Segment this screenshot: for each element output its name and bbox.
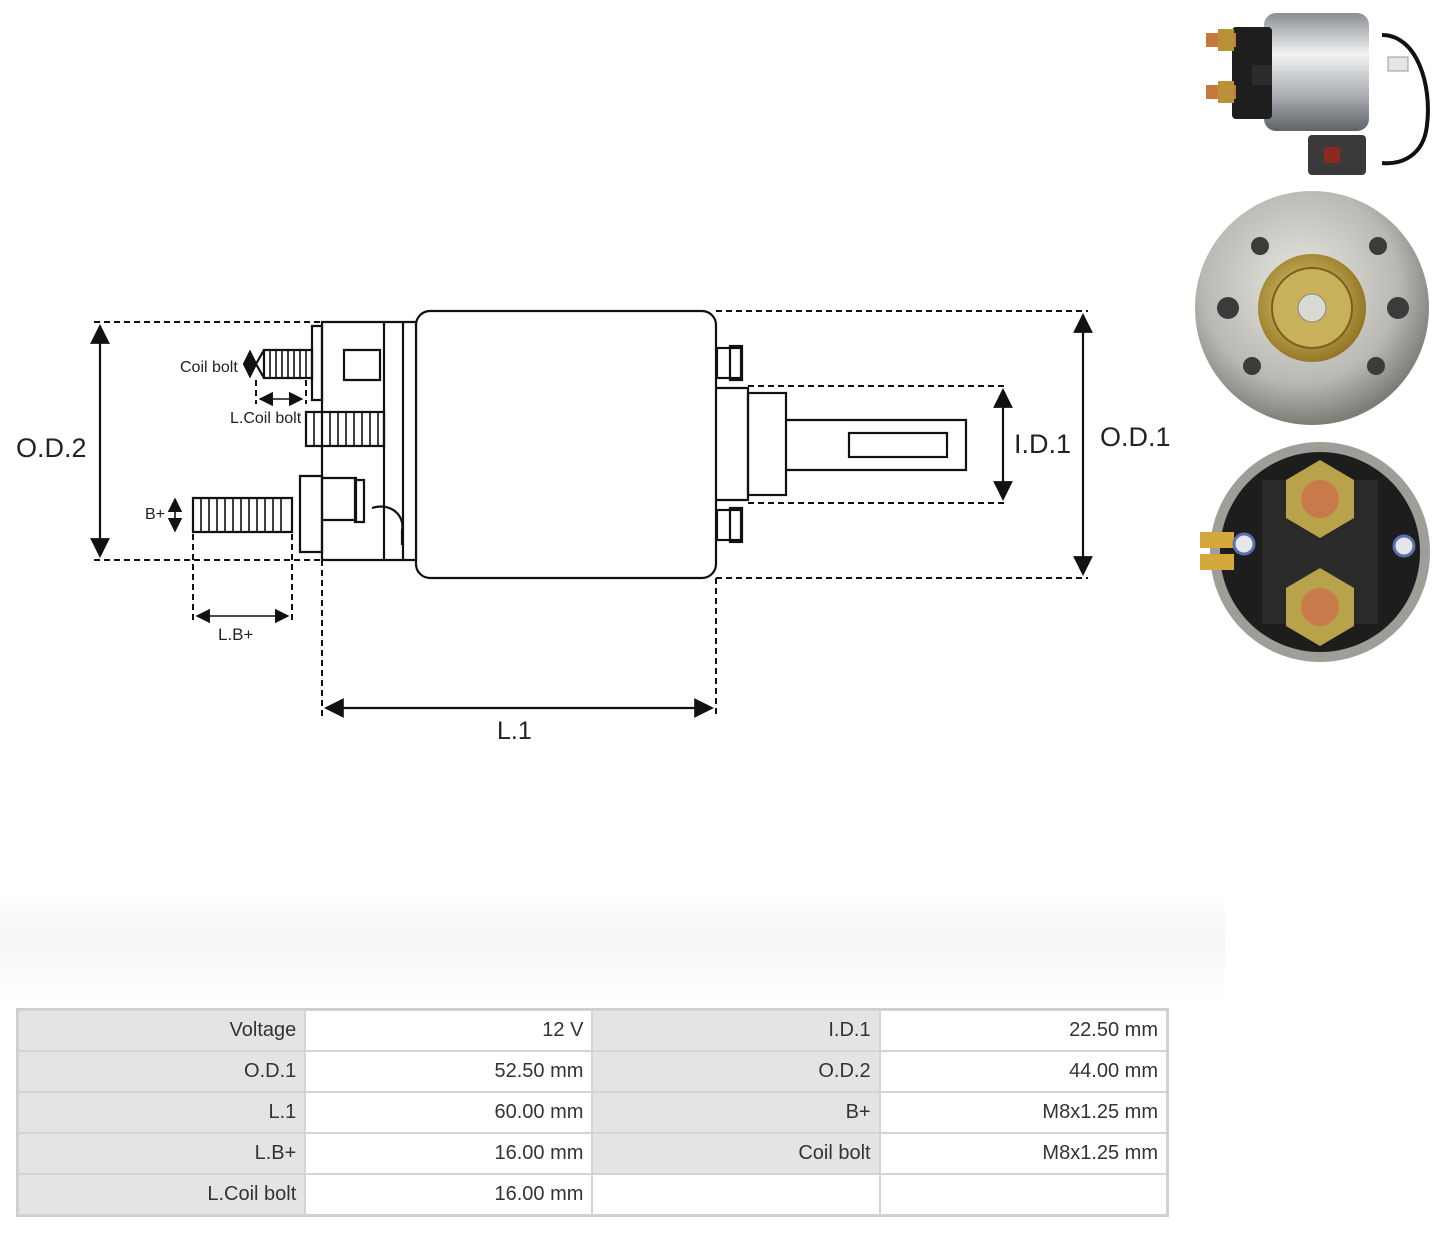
- spec-value: 16.00 mm: [305, 1174, 593, 1215]
- od1-label: O.D.1: [1100, 422, 1171, 452]
- coil-bolt-label: Coil bolt: [180, 359, 238, 376]
- spec-label: B+: [592, 1092, 880, 1133]
- table-row: L.Coil bolt 16.00 mm: [18, 1174, 1167, 1215]
- spec-value: 44.00 mm: [879, 1051, 1167, 1092]
- table-row: O.D.1 52.50 mm O.D.2 44.00 mm: [18, 1051, 1167, 1092]
- spec-label: O.D.1: [18, 1051, 306, 1092]
- spec-label: L.Coil bolt: [18, 1174, 306, 1215]
- solenoid-front-photo: [1195, 191, 1429, 425]
- spec-value-empty: [879, 1174, 1167, 1215]
- table-row: L.B+ 16.00 mm Coil bolt M8x1.25 mm: [18, 1133, 1167, 1174]
- plunger-collar: [716, 386, 750, 502]
- id1-label: I.D.1: [1014, 429, 1071, 459]
- spec-table: Voltage 12 V I.D.1 22.50 mm O.D.1 52.50 …: [16, 1008, 1169, 1217]
- coil-bolt-shape: [262, 348, 314, 380]
- table-row: L.1 60.00 mm B+ M8x1.25 mm: [18, 1092, 1167, 1133]
- spec-label: Voltage: [18, 1010, 306, 1051]
- b-plus-stud-shape: [191, 496, 294, 534]
- spec-value: M8x1.25 mm: [879, 1133, 1167, 1174]
- l-coil-bolt-label: L.Coil bolt: [230, 410, 302, 427]
- od2-label: O.D.2: [16, 433, 87, 463]
- b-plus-label: B+: [145, 506, 165, 523]
- solenoid-body: [414, 309, 718, 580]
- spec-label: L.B+: [18, 1133, 306, 1174]
- blurred-watermark-band: [0, 890, 1225, 1000]
- spec-value: 12 V: [305, 1010, 593, 1051]
- solenoid-terminal-photo: [1200, 442, 1430, 662]
- spec-label-empty: [592, 1174, 880, 1215]
- spec-value: 52.50 mm: [305, 1051, 593, 1092]
- spec-value: 22.50 mm: [879, 1010, 1167, 1051]
- spec-label: Coil bolt: [592, 1133, 880, 1174]
- solenoid-side-photo: [1206, 13, 1430, 175]
- spec-label: L.1: [18, 1092, 306, 1133]
- plunger-shaft: [786, 418, 968, 472]
- spec-value: M8x1.25 mm: [879, 1092, 1167, 1133]
- solenoid-dimension-drawing: O.D.2 O.D.1 I.D.1 L.1 Coil bolt L.Coil b…: [16, 309, 1171, 745]
- spec-label: I.D.1: [592, 1010, 880, 1051]
- l-b-plus-label: L.B+: [218, 625, 254, 644]
- spec-value: 16.00 mm: [305, 1133, 593, 1174]
- spec-value: 60.00 mm: [305, 1092, 593, 1133]
- table-row: Voltage 12 V I.D.1 22.50 mm: [18, 1010, 1167, 1051]
- l1-label: L.1: [497, 717, 532, 745]
- spec-label: O.D.2: [592, 1051, 880, 1092]
